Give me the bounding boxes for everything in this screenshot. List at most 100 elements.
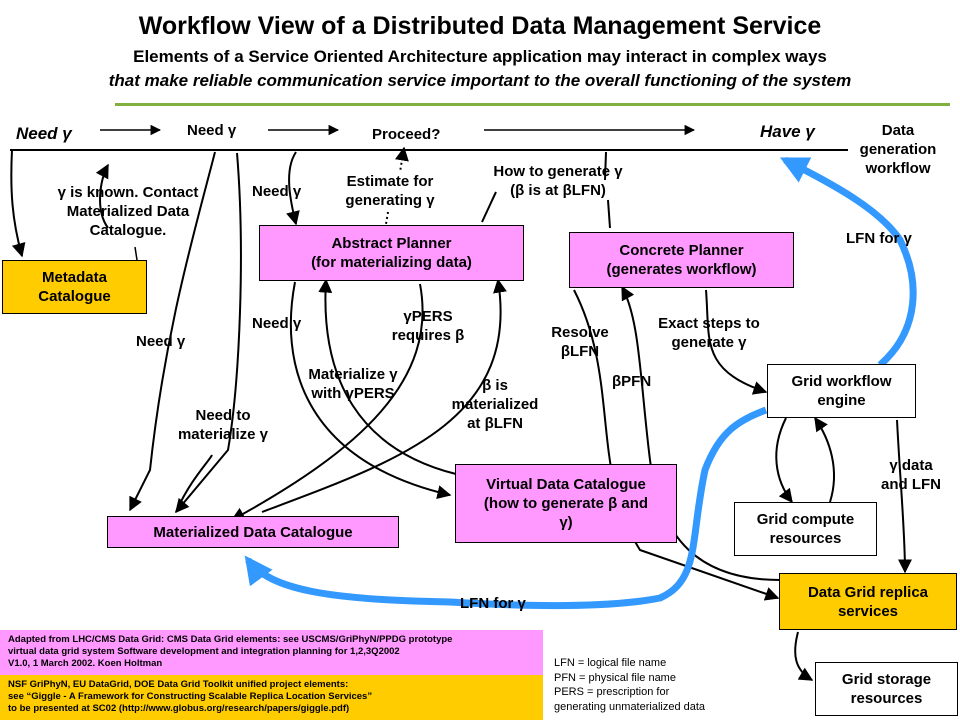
label-how-to-generate-2: (β is at βLFN) (510, 182, 606, 199)
subtitle-line-1: Elements of a Service Oriented Architect… (0, 47, 960, 67)
label-resolve: Resolve βLFN (540, 323, 620, 361)
legend-line-2: PFN = physical file name (554, 671, 676, 684)
arrow-concrete-to-have (607, 199, 611, 229)
workflow-label-2: generation (859, 141, 937, 158)
metadata-catalogue-line-1: Metadata (41, 269, 107, 286)
grid-workflow-engine-line-1: Grid workflow (791, 373, 892, 390)
label-materialize-1: Materialize γ (308, 366, 398, 383)
arrow-compute-to-engine (814, 416, 836, 503)
workflow-label-3: workflow (865, 160, 931, 177)
note-yellow-3: to be presented at SC02 (http://www.glob… (8, 703, 350, 714)
note-yellow-2: see “Giggle - A Framework for Constructi… (8, 691, 373, 702)
legend-line-4: generating unmaterialized data (554, 700, 706, 713)
arrow-vdc-to-abstract (318, 278, 457, 475)
data-grid-replica-line-1: Data Grid replica (807, 583, 929, 601)
virtual-data-catalogue-line-1: Virtual Data Catalogue (486, 476, 646, 493)
label-how-to-generate: How to generate γ (β is at βLFN) (478, 162, 638, 200)
line-need-to-matcat-2 (175, 152, 242, 514)
label-gamma-known-3: Catalogue. (89, 222, 167, 239)
blue-arrow-engine-to-have (779, 156, 917, 368)
label-gpers: γPERS requires β (378, 307, 478, 345)
label-gamma-known-1: γ is known. Contact (57, 184, 199, 201)
timeline-proceed: Proceed? (372, 126, 441, 143)
virtual-data-catalogue-line-3: γ) (559, 514, 573, 531)
workflow-label: Data generation workflow (848, 121, 948, 178)
legend-line-3: PERS = prescription for (554, 686, 670, 698)
label-exact-steps-1: Exact steps to (658, 315, 760, 332)
metadata-catalogue-box[interactable]: Metadata Catalogue (2, 260, 147, 314)
abstract-planner-box[interactable]: Abstract Planner (for materializing data… (259, 225, 524, 281)
timeline-need-top: Need γ (187, 122, 237, 139)
label-gamma-known: γ is known. Contact Materialized Data Ca… (33, 183, 223, 240)
subtitle-line-1-text: Elements of a Service Oriented Architect… (133, 47, 827, 66)
page-title: Workflow View of a Distributed Data Mana… (138, 12, 822, 40)
concrete-planner-box[interactable]: Concrete Planner (generates workflow) (569, 232, 794, 288)
legend-line-1: LFN = logical file name (554, 657, 667, 669)
arrow-need-to-abstract (286, 151, 300, 226)
line-metadata-to-known (134, 246, 138, 261)
label-need-materialize: Need to materialize γ (168, 406, 278, 444)
virtual-data-catalogue-box[interactable]: Virtual Data Catalogue (how to generate … (455, 464, 677, 543)
label-beta-materialized-3: at βLFN (467, 415, 523, 432)
note-pink-2: virtual data grid system Software develo… (8, 646, 400, 657)
arrow-engine-to-replica (896, 419, 912, 574)
concrete-planner-line-2: (generates workflow) (606, 261, 757, 278)
label-gamma-data-1: γ data (889, 457, 933, 474)
label-gamma-data-2: and LFN (881, 476, 941, 493)
grid-storage-line-2: resources (850, 690, 923, 707)
note-yellow: NSF GriPhyN, EU DataGrid, DOE Data Grid … (0, 675, 543, 720)
grid-compute-box[interactable]: Grid compute resources (734, 502, 877, 556)
concrete-planner-line-1: Concrete Planner (619, 242, 744, 259)
virtual-data-catalogue-line-2: (how to generate β and (483, 495, 649, 512)
grid-storage-line-1: Grid storage (841, 671, 932, 688)
line-matcat-return (175, 454, 213, 513)
arrow-need-to-metadata (10, 149, 26, 258)
metadata-catalogue-line-2: Catalogue (38, 288, 111, 305)
label-estimate-1: Estimate for (346, 173, 434, 190)
materialized-data-catalogue-box[interactable]: Materialized Data Catalogue (107, 516, 399, 548)
label-gamma-data: γ data and LFN (866, 456, 956, 494)
label-estimate-2: generating γ (345, 192, 435, 209)
label-resolve-1: Resolve (551, 324, 609, 341)
label-need-materialize-2: materialize γ (177, 426, 269, 443)
workflow-label-1: Data (881, 122, 915, 139)
label-beta-materialized: β is materialized at βLFN (435, 376, 555, 433)
line-howto (481, 191, 497, 223)
line-need-to-matcat (129, 151, 216, 512)
blue-arrow-engine-to-matcat (244, 406, 768, 610)
note-pink-1: Adapted from LHC/CMS Data Grid: CMS Data… (8, 634, 453, 645)
label-exact-steps: Exact steps to generate γ (642, 314, 776, 352)
label-need-materialize-1: Need to (195, 407, 251, 424)
label-need-gamma-b: Need γ (136, 333, 186, 350)
label-materialize: Materialize γ with γPERS (293, 365, 413, 403)
label-lfn-for-bottom: LFN for γ (460, 595, 526, 612)
label-bpfn: βPFN (612, 373, 652, 390)
note-pink: Adapted from LHC/CMS Data Grid: CMS Data… (0, 630, 543, 675)
legend: LFN = logical file name PFN = physical f… (554, 656, 705, 714)
arrow-concrete-to-engine (705, 289, 768, 395)
grid-workflow-engine-box[interactable]: Grid workflow engine (767, 364, 916, 418)
grid-workflow-engine-line-2: engine (817, 392, 866, 409)
note-pink-3: V1.0, 1 March 2002. Koen Holtman (8, 658, 163, 669)
label-beta-materialized-1: β is (482, 377, 508, 394)
dotted-estimate-2 (385, 211, 389, 225)
label-lfn-for-top: LFN for γ (846, 230, 912, 247)
arrow-abstract-to-vdc (289, 281, 452, 499)
grid-storage-box[interactable]: Grid storage resources (815, 662, 958, 716)
grid-compute-line-2: resources (769, 530, 842, 547)
arrow-howto-up (604, 151, 607, 181)
arrow-replica-to-storage (794, 631, 814, 681)
label-beta-materialized-2: materialized (451, 396, 539, 413)
label-exact-steps-2: generate γ (671, 334, 747, 351)
label-how-to-generate-1: How to generate γ (493, 163, 623, 180)
arrow-matcat-to-abstract (261, 278, 507, 513)
arrow-abstract-to-matcat (230, 283, 424, 521)
label-materialize-2: with γPERS (311, 385, 395, 402)
data-grid-replica-box[interactable]: Data Grid replica services (779, 573, 957, 630)
label-need-gamma-a: Need γ (252, 183, 302, 200)
abstract-planner-line-2: (for materializing data) (311, 254, 472, 271)
arrow-engine-to-compute (775, 417, 793, 504)
note-yellow-1: NSF GriPhyN, EU DataGrid, DOE Data Grid … (8, 679, 349, 690)
